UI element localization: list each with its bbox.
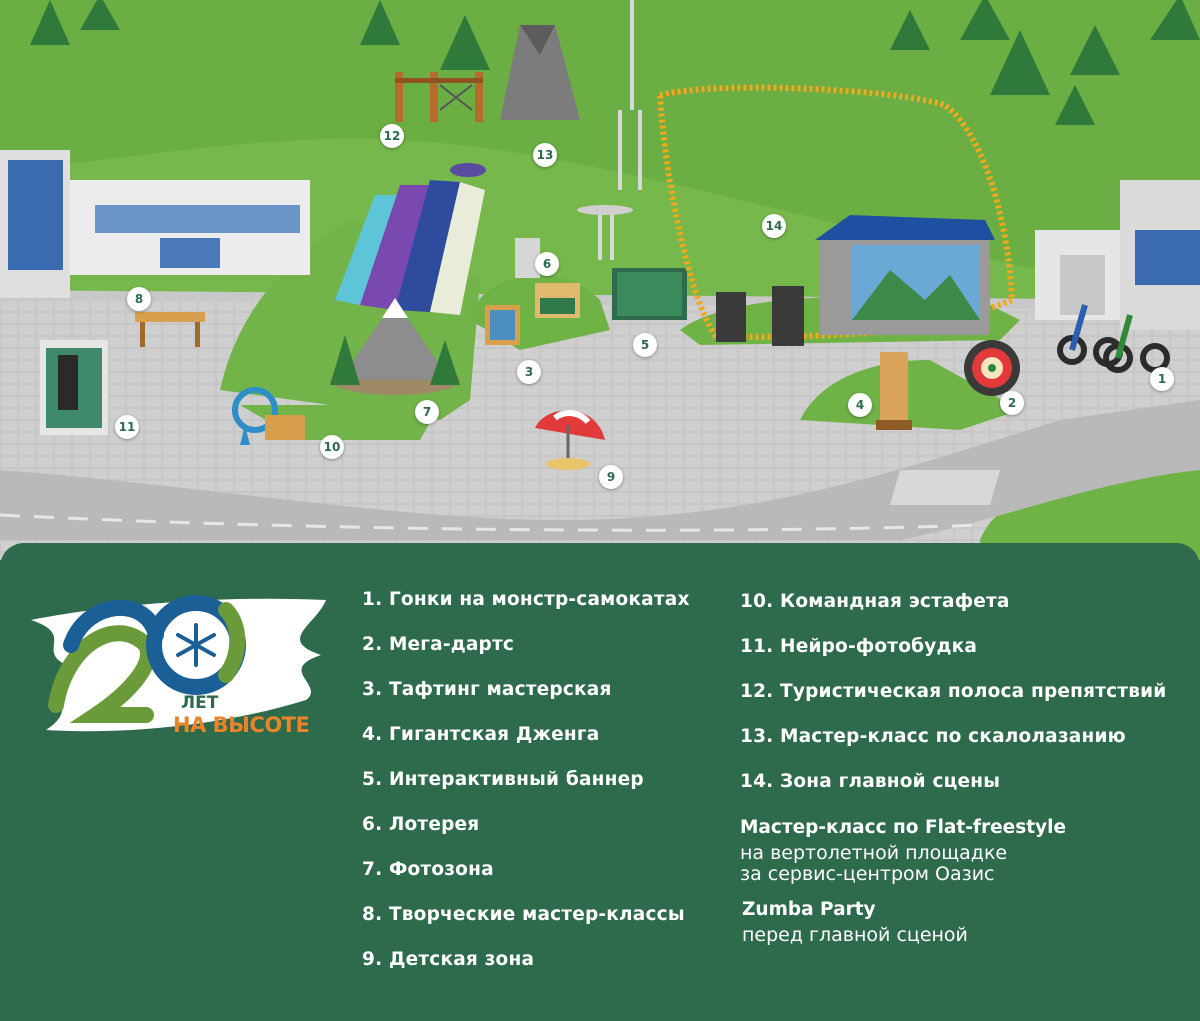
- legend-item-12: 12. Туристическая полоса препятствий: [740, 681, 1167, 702]
- legend-extra-zumba-title: Zumba Party: [742, 899, 876, 920]
- neuro-photo-booth: [40, 340, 108, 435]
- giant-jenga: [876, 352, 912, 430]
- anniversary-logo: ЛЕТ НА ВЫСОТЕ: [26, 585, 336, 755]
- map-marker-6[interactable]: 6: [535, 252, 559, 276]
- team-relay-props: [232, 387, 305, 445]
- map-marker-4[interactable]: 4: [848, 393, 872, 417]
- grass-corner-right: [980, 468, 1200, 560]
- tubing-slides: [335, 163, 486, 315]
- legend-extra-flat-freestyle-title: Мастер-класс по Flat-freestyle: [740, 817, 1066, 838]
- map-marker-9[interactable]: 9: [599, 465, 623, 489]
- main-stage-fence: [656, 84, 1016, 340]
- snowflake-icon: [176, 623, 216, 667]
- interactive-banner: [612, 268, 687, 320]
- logo-brush-stroke: [31, 595, 326, 732]
- venue-map: [0, 0, 1200, 560]
- crosswalk: [890, 470, 1000, 505]
- obstacle-course: [395, 72, 483, 122]
- map-marker-8[interactable]: 8: [127, 287, 151, 311]
- building-right: [1035, 180, 1200, 330]
- legend-item-13: 13. Мастер-класс по скалолазанию: [740, 726, 1126, 747]
- map-marker-3[interactable]: 3: [517, 360, 541, 384]
- mega-darts: [964, 340, 1020, 396]
- map-marker-7[interactable]: 7: [415, 400, 439, 424]
- legend-extra-flat-freestyle-line1: на вертолетной площадке: [740, 842, 1008, 864]
- photo-zone-mountain: [330, 298, 460, 395]
- legend-item-4: 4. Гигантская Дженга: [362, 724, 600, 745]
- legend-item-9: 9. Детская зона: [362, 949, 535, 970]
- main-stage: [716, 215, 995, 346]
- legend-item-11: 11. Нейро-фотобудка: [740, 636, 978, 657]
- legend-extra-flat-freestyle-line2: за сервис-центром Оазис: [740, 863, 995, 885]
- legend-item-2: 2. Мега-дартс: [362, 634, 515, 655]
- legend-item-14: 14. Зона главной сцены: [740, 771, 1001, 792]
- road-markings: [0, 513, 981, 532]
- legend-item-8: 8. Творческие мастер-классы: [362, 904, 685, 925]
- legend-extra-zumba-line1: перед главной сценой: [742, 924, 968, 946]
- legend-item-6: 6. Лотерея: [362, 814, 480, 835]
- map-marker-14[interactable]: 14: [762, 214, 786, 238]
- building-left: [0, 150, 310, 298]
- trees: [30, 0, 1200, 125]
- map-marker-1[interactable]: 1: [1150, 367, 1174, 391]
- map-marker-13[interactable]: 13: [533, 143, 557, 167]
- kids-zone-umbrella: [535, 410, 605, 470]
- logo-line-2: НА ВЫСОТЕ: [173, 713, 310, 737]
- map-marker-10[interactable]: 10: [320, 435, 344, 459]
- lift-tower: [577, 0, 642, 260]
- map-marker-2[interactable]: 2: [1000, 391, 1024, 415]
- legend-item-3: 3. Тафтинг мастерская: [362, 679, 612, 700]
- legend-item-1: 1. Гонки на монстр-самокатах: [362, 589, 690, 610]
- map-marker-12[interactable]: 12: [380, 124, 404, 148]
- legend-item-10: 10. Командная эстафета: [740, 591, 1010, 612]
- tufting-workshop: [485, 305, 520, 345]
- map-marker-5[interactable]: 5: [633, 333, 657, 357]
- map-marker-11[interactable]: 11: [115, 415, 139, 439]
- legend-item-7: 7. Фотозона: [362, 859, 494, 880]
- legend-item-5: 5. Интерактивный баннер: [362, 769, 644, 790]
- creative-workshop-table: [135, 312, 205, 347]
- logo-line-1: ЛЕТ: [181, 693, 219, 713]
- climbing-wall: [500, 25, 580, 120]
